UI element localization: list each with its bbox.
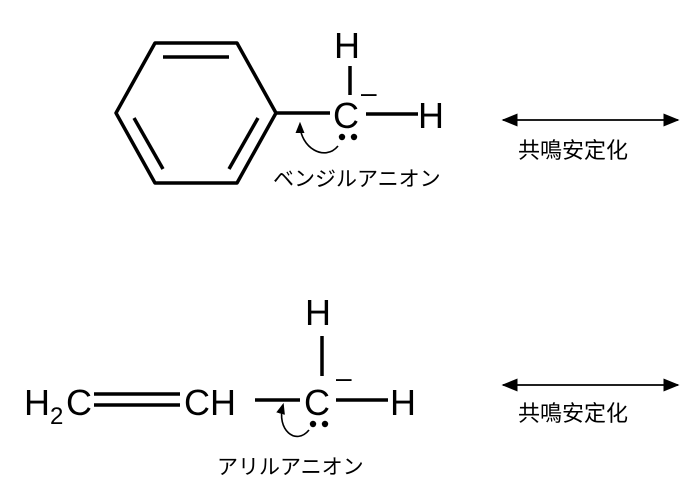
allyl-h-right: H — [390, 382, 416, 423]
allyl-lone-pair — [309, 420, 329, 428]
benzyl-charge: – — [361, 77, 377, 108]
benzyl-lone-pair — [338, 133, 358, 141]
benzyl-h-top: H — [334, 25, 360, 66]
allyl-double-bond — [94, 392, 180, 407]
allyl-h2-subscript: 2 — [50, 403, 63, 430]
benzyl-resonance-label: 共鳴安定化 — [518, 139, 628, 164]
benzyl-curved-arrow — [295, 121, 339, 154]
allyl-c1: C — [66, 382, 92, 423]
benzene-ring — [114, 41, 278, 185]
benzyl-anion-name: ベンジルアニオン — [273, 167, 441, 191]
benzyl-h-right: H — [418, 95, 444, 136]
allyl-ch: CH — [184, 382, 236, 423]
allyl-anion-name: アリルアニオン — [217, 455, 364, 479]
benzyl-carbon: C — [333, 95, 359, 136]
allyl-charge: – — [336, 362, 352, 393]
allyl-carbon: C — [304, 382, 330, 423]
allyl-curved-arrow — [276, 402, 310, 437]
allyl-h-top: H — [305, 292, 331, 333]
allyl-h2-h: H — [24, 382, 50, 423]
allyl-resonance-label: 共鳴安定化 — [518, 402, 628, 427]
